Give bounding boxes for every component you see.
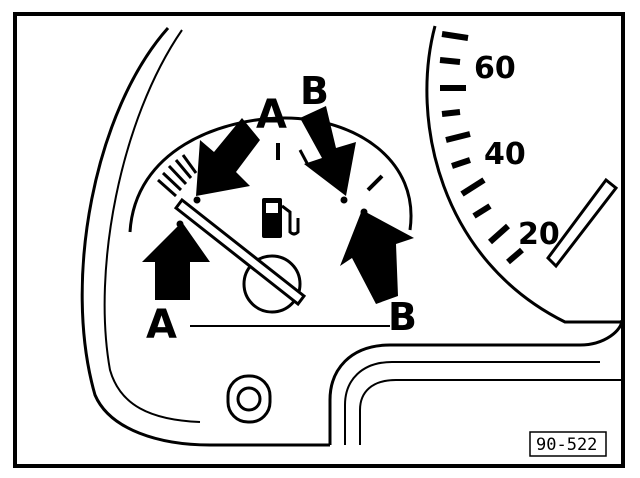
reserve-zone-hatching <box>157 154 198 198</box>
fuel-pump-icon <box>262 198 300 238</box>
arrow-b-upper <box>300 106 356 196</box>
point-a-upper <box>193 196 201 204</box>
bezel-outline-outer <box>80 27 330 447</box>
arrow-b-lower <box>340 210 414 304</box>
speedometer-needle <box>546 177 619 269</box>
bezel-lower-contour-outer <box>328 319 624 445</box>
fuel-gauge-needle <box>173 197 307 307</box>
bezel-lower-contour-inner <box>344 361 600 445</box>
bezel-lower-contour-third <box>359 379 622 445</box>
speedometer-label-20: 20 <box>518 217 560 252</box>
figure-ref: 90-522 <box>536 435 597 455</box>
indicator-lamp <box>226 374 272 424</box>
speedometer-ticks <box>439 31 524 265</box>
callout-a-bottom: A <box>146 302 177 348</box>
point-b-upper <box>340 196 348 204</box>
speedometer-rim <box>425 25 622 324</box>
speedometer-label-40: 40 <box>484 137 526 172</box>
speedometer-label-60: 60 <box>474 51 516 86</box>
fuel-gauge-outline <box>128 116 413 233</box>
arrow-a-lower <box>142 222 210 300</box>
callout-b-top: B <box>300 69 329 113</box>
callout-a-top: A <box>256 92 287 138</box>
bezel-outline-inner <box>103 29 201 423</box>
figure-frame <box>13 12 625 468</box>
arrow-a-upper <box>196 118 260 196</box>
figure-ref-box <box>529 431 607 457</box>
gauge-tick-full <box>366 174 384 192</box>
callout-b-bottom: B <box>388 295 417 339</box>
gauge-tick-upper-right <box>298 149 310 166</box>
